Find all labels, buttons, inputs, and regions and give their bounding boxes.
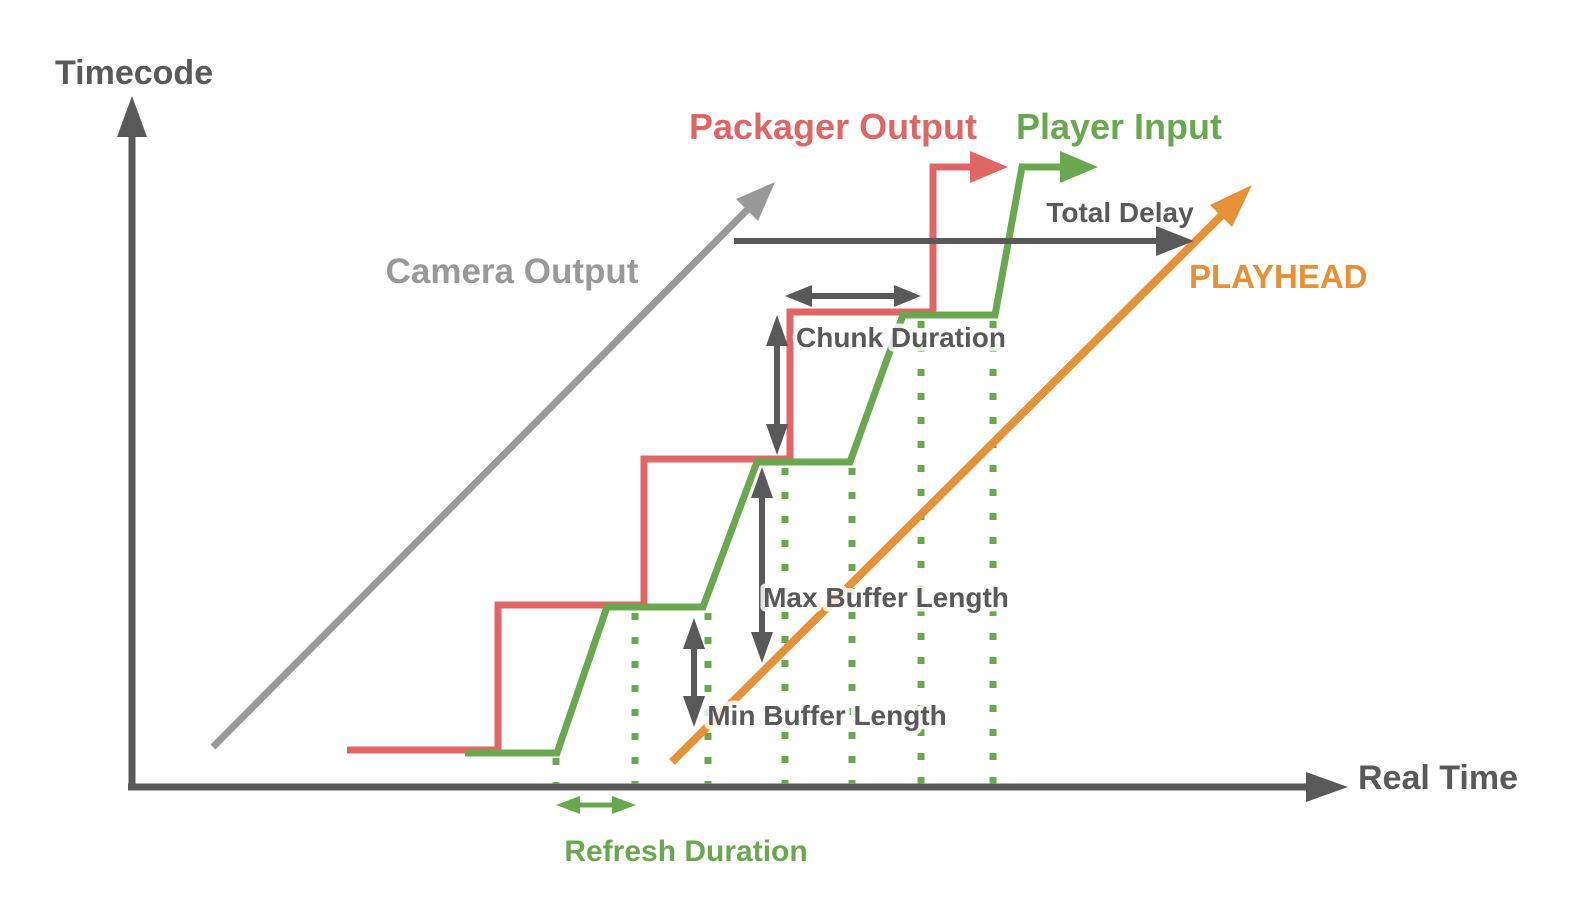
chunk-duration-right-arrowhead-icon [894, 285, 921, 307]
min-buffer-down-arrowhead-icon [683, 696, 705, 727]
y-axis-label: Timecode [55, 54, 213, 92]
min-buffer-length-arrow [683, 618, 705, 727]
player-input-label: Player Input [1016, 106, 1222, 147]
player-input-arrowhead-icon [1060, 151, 1098, 183]
max-buffer-down-arrowhead-icon [751, 632, 773, 663]
playhead-label: PLAYHEAD [1189, 258, 1368, 295]
max-buffer-length-label: Max Buffer Length [763, 582, 1009, 613]
packager-output-label: Packager Output [689, 106, 977, 147]
min-buffer-up-arrowhead-icon [683, 618, 705, 649]
total-delay-label: Total Delay [1046, 197, 1194, 228]
max-buffer-up-arrowhead-icon [751, 467, 773, 498]
total-delay-arrowhead-icon [1156, 226, 1194, 256]
x-axis-arrowhead-icon [1306, 772, 1348, 802]
max-buffer-length-arrow [751, 467, 773, 663]
refresh-duration-right-arrowhead-icon [612, 796, 636, 814]
refresh-duration-arrow [556, 796, 636, 814]
refresh-duration-left-arrowhead-icon [556, 796, 580, 814]
min-buffer-length-label: Min Buffer Length [707, 700, 947, 731]
camera-output-line [210, 204, 753, 750]
chunk-duration-vertical-arrow [766, 315, 788, 455]
chunk-duration-horizontal-arrow [785, 285, 921, 307]
chunk-duration-up-arrowhead-icon [766, 315, 788, 346]
y-axis-arrowhead-icon [117, 96, 147, 137]
playhead-arrowhead-icon [1210, 185, 1252, 227]
refresh-duration-label: Refresh Duration [564, 835, 807, 868]
chunk-duration-label: Chunk Duration [796, 322, 1006, 353]
chunk-duration-left-arrowhead-icon [785, 285, 812, 307]
camera-output-arrowhead-icon [736, 182, 775, 221]
packager-output-arrowhead-icon [970, 151, 1008, 183]
segment-boundary-dotted-lines [552, 321, 997, 784]
chunk-duration-down-arrowhead-icon [766, 424, 788, 455]
x-axis-label: Real Time [1358, 759, 1518, 797]
camera-output-label: Camera Output [386, 252, 639, 291]
playhead-line [669, 210, 1227, 765]
